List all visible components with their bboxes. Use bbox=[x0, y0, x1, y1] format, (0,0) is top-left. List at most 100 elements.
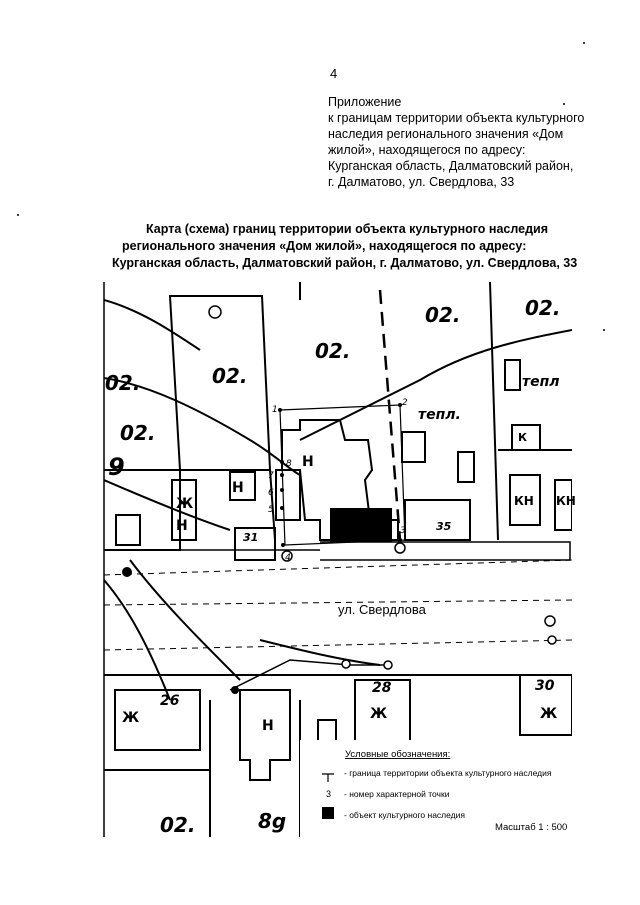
contour-line bbox=[104, 377, 301, 476]
building-label: КН bbox=[514, 494, 534, 508]
point-marker-3 bbox=[398, 538, 402, 542]
pole-marker bbox=[547, 635, 557, 645]
street-edge bbox=[104, 599, 572, 606]
map-title-line-2: регионального значения «Дом жилой», нахо… bbox=[122, 239, 527, 253]
greenhouse-label: тепл bbox=[522, 374, 560, 390]
point-marker-5 bbox=[280, 506, 284, 510]
building-label: К bbox=[518, 431, 527, 444]
scan-mark bbox=[583, 42, 585, 44]
page-number: 4 bbox=[330, 66, 338, 81]
building-outline bbox=[171, 479, 197, 541]
appendix-line: к границам территории объекта культурног… bbox=[328, 111, 585, 125]
lot-label: 8g bbox=[258, 809, 286, 833]
boundary-line-symbol bbox=[322, 773, 334, 782]
legend-background bbox=[300, 740, 572, 837]
building-outline bbox=[229, 471, 256, 501]
filled-square-symbol bbox=[322, 807, 334, 819]
lot-label: 02. bbox=[212, 364, 247, 388]
building-outline bbox=[275, 469, 301, 521]
house-number-label: 26 bbox=[160, 693, 180, 709]
point-label-4: 4 bbox=[285, 553, 291, 563]
building-outline bbox=[404, 499, 471, 541]
appendix-line: Приложение bbox=[328, 95, 402, 109]
building-outline bbox=[115, 514, 141, 546]
building-outline bbox=[509, 474, 541, 526]
point-marker-2 bbox=[398, 403, 402, 407]
contour-line bbox=[259, 639, 381, 666]
appendix-line: жилой», находящегося по адресу: bbox=[328, 143, 526, 157]
building-outline bbox=[504, 359, 521, 391]
lot-label: 9 bbox=[108, 453, 125, 481]
point-label-7: 7 bbox=[268, 471, 274, 481]
lot-label: 02. bbox=[315, 339, 350, 363]
lot-label: 02. bbox=[425, 303, 460, 327]
pole-marker bbox=[122, 567, 132, 577]
hydrant-marker bbox=[394, 542, 406, 554]
scan-mark bbox=[17, 214, 19, 216]
building-outline bbox=[511, 424, 541, 451]
point-marker-1 bbox=[278, 408, 282, 412]
appendix-line: Курганская область, Далматовский район, bbox=[328, 159, 574, 173]
legend-title: Условные обозначения: bbox=[345, 749, 450, 760]
pole-marker bbox=[341, 659, 351, 669]
pole-marker bbox=[231, 686, 239, 694]
pole-marker bbox=[383, 660, 393, 670]
point-marker-6 bbox=[280, 488, 284, 492]
building-label: Н bbox=[262, 718, 274, 734]
building-label: КН bbox=[556, 494, 576, 508]
dashed-boundary bbox=[378, 289, 402, 541]
point-label-3: 3 bbox=[400, 526, 406, 536]
street-label: ул. Свердлова bbox=[338, 602, 427, 617]
contour-line bbox=[129, 559, 241, 681]
lot-label: 02. bbox=[160, 813, 195, 837]
building-outline bbox=[519, 674, 572, 736]
house-number-label: 35 bbox=[436, 520, 452, 533]
hydrant-marker bbox=[281, 550, 293, 562]
house-number-label: 28 bbox=[372, 680, 392, 696]
lot-label: 02. bbox=[525, 296, 560, 320]
legend-item-text: - объект культурного наследия bbox=[344, 810, 465, 820]
lot-label: 02. bbox=[120, 421, 155, 445]
lot-boundary bbox=[299, 282, 499, 541]
point-label-5: 5 bbox=[268, 505, 274, 515]
street-edge bbox=[104, 559, 572, 576]
building-label: Ж bbox=[122, 710, 139, 726]
point-marker-8 bbox=[280, 460, 284, 464]
pole-marker bbox=[544, 615, 556, 627]
greenhouse-label: тепл. bbox=[418, 407, 461, 423]
well-marker bbox=[208, 305, 222, 319]
point-label-6: 6 bbox=[268, 488, 274, 498]
house-number-label: 31 bbox=[243, 531, 258, 544]
point-label-2: 2 bbox=[402, 398, 408, 408]
appendix-line: г. Далматово, ул. Свердлова, 33 bbox=[328, 175, 515, 189]
map-title-line-3: Курганская область, Далматовский район, … bbox=[112, 256, 578, 270]
house-number-label: 30 bbox=[535, 678, 555, 694]
appendix-header: Приложение к границам территории объекта… bbox=[328, 94, 628, 190]
street-edge bbox=[104, 639, 572, 651]
building-label: Ж bbox=[370, 706, 387, 722]
point-marker-4 bbox=[281, 543, 285, 547]
legend-item-text: - граница территории объекта культурного… bbox=[344, 768, 552, 778]
legend-item-symbol: 3 bbox=[326, 789, 331, 799]
point-label-1: 1 bbox=[272, 405, 278, 415]
contour-line bbox=[104, 479, 231, 531]
heritage-object-fill bbox=[330, 508, 392, 542]
fence-line bbox=[320, 541, 571, 561]
building-outline bbox=[114, 689, 201, 751]
contour-line bbox=[104, 299, 201, 351]
building-outline bbox=[239, 689, 291, 781]
map-title-line-1: Карта (схема) границ территории объекта … bbox=[146, 222, 548, 236]
lot-label: 02. bbox=[105, 371, 140, 395]
building-outline bbox=[554, 479, 572, 531]
appendix-line: наследия регионального значения «Дом bbox=[328, 127, 564, 141]
building-label: Н bbox=[176, 518, 188, 534]
building-label: Н bbox=[302, 454, 314, 470]
building-label: Н bbox=[232, 480, 244, 496]
scan-mark bbox=[603, 329, 605, 331]
point-marker-7 bbox=[280, 473, 284, 477]
utility-line bbox=[229, 659, 390, 691]
point-label-8: 8 bbox=[286, 459, 292, 469]
scale-label: Масштаб 1 : 500 bbox=[495, 822, 567, 833]
building-outline bbox=[401, 431, 426, 463]
